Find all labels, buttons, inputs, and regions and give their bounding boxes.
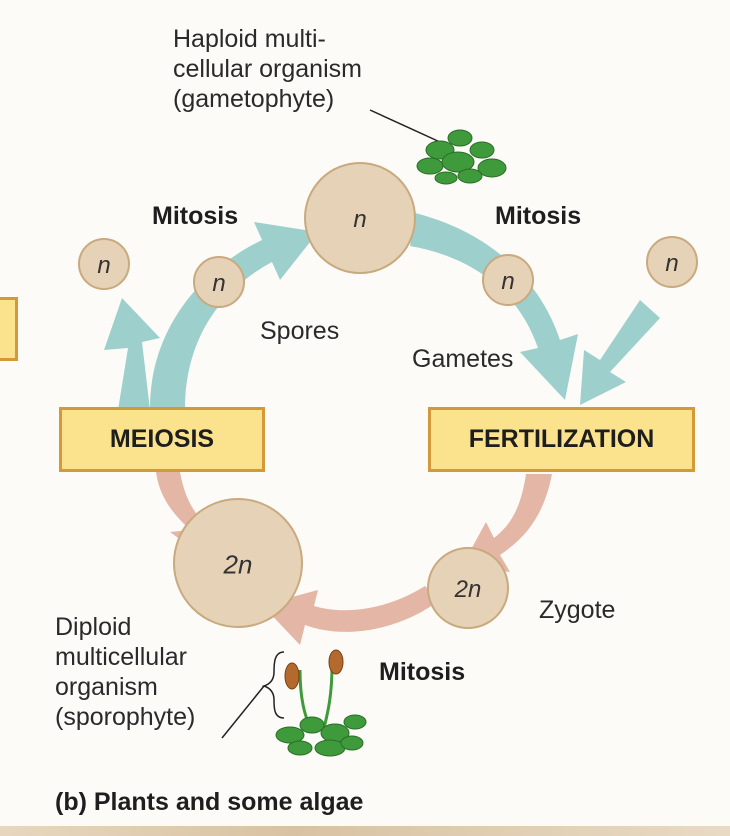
meiosis-box: MEIOSIS	[59, 407, 265, 472]
zygote-label: Zygote	[539, 596, 616, 624]
arrow-zygote-to-diploid	[262, 586, 440, 645]
cell-zygote	[427, 547, 509, 629]
cells	[78, 162, 698, 629]
cell-haploid-organism	[304, 162, 416, 274]
arrow-far-gamete-to-fertilization	[580, 300, 660, 405]
footer-band	[0, 826, 730, 836]
diploid-organism-label: Diploid multicellular organism (sporophy…	[55, 613, 196, 731]
mitosis-label-bottom: Mitosis	[379, 658, 466, 686]
cell-label-gamete-far: n	[665, 250, 679, 277]
cell-label-gamete-near: n	[501, 268, 515, 295]
spores-label: Spores	[260, 317, 340, 345]
haploid-arrows	[104, 213, 660, 410]
cell-spore-far	[78, 238, 130, 290]
arrow-meiosis-to-spores	[150, 222, 318, 408]
cell-label-diploid-organism: 2n	[223, 549, 253, 580]
bracket-icon	[221, 651, 285, 739]
arrow-meiosis-to-far-spore	[104, 298, 160, 410]
cell-gamete-near	[482, 254, 534, 306]
cell-label-spore-far: n	[97, 252, 111, 279]
mitosis-label-top-left: Mitosis	[152, 202, 239, 230]
cropped-box-left-edge	[0, 297, 18, 361]
cell-label-zygote: 2n	[454, 576, 482, 603]
gametes-label: Gametes	[412, 345, 514, 373]
gametophyte-plant-icon	[369, 109, 507, 185]
cell-diploid-organism	[173, 498, 303, 628]
cell-spore-near	[193, 256, 245, 308]
arrow-fertilization-to-zygote	[462, 474, 552, 572]
cell-label-spore-near: n	[212, 270, 226, 297]
cell-gamete-far	[646, 236, 698, 288]
sporophyte-plant-icon	[275, 649, 367, 757]
cell-label-haploid-organism: n	[353, 206, 367, 233]
fertilization-box: FERTILIZATION	[428, 407, 695, 472]
arrow-organism-to-gametes	[410, 213, 578, 400]
figure-caption: (b) Plants and some algae	[55, 788, 364, 816]
mitosis-label-top-right: Mitosis	[495, 202, 582, 230]
haploid-organism-label: Haploid multi- cellular organism (gameto…	[173, 25, 362, 113]
